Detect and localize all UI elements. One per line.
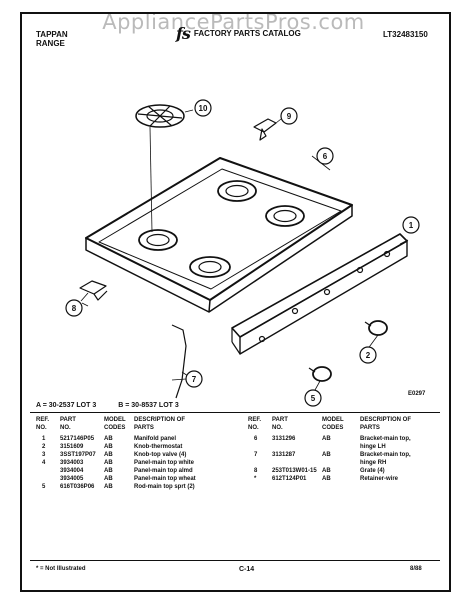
logo: fs <box>176 24 191 43</box>
callout-5: 5 <box>304 389 322 407</box>
parts-table-left: REF. NO. PART NO. MODEL CODES DESCRIPTIO… <box>36 416 206 491</box>
valve-knob-drawing <box>308 366 332 391</box>
callout-9-label: 9 <box>287 112 292 121</box>
product-type: RANGE <box>36 39 65 48</box>
callout-1: 1 <box>402 216 420 234</box>
model-number: LT32483150 <box>383 30 428 39</box>
watermark: AppliancePartsPros.com <box>102 10 365 34</box>
cooktop-panel <box>85 157 353 313</box>
catalog-date: 8/88 <box>410 566 422 572</box>
burner-opening <box>265 205 305 227</box>
burner-openings <box>138 180 305 278</box>
diagram-code: E0297 <box>408 391 426 397</box>
lot-label-a: A = 30-2537 LOT 3 <box>36 402 97 409</box>
manifold-panel-drawing <box>231 233 409 355</box>
callout-8: 8 <box>65 299 83 317</box>
callout-6-label: 6 <box>323 152 328 161</box>
col-desc-header: DESCRIPTION OF PARTS <box>360 417 412 431</box>
callout-10: 10 <box>194 99 212 117</box>
table-header-row: REF. NO. PART NO. MODEL CODES DESCRIPTIO… <box>36 416 206 435</box>
parts-table-right: REF. NO. PART NO. MODEL CODES DESCRIPTIO… <box>248 416 430 483</box>
page-frame <box>20 12 451 592</box>
burner-opening <box>138 229 178 251</box>
col-desc-header: DESCRIPTION OF PARTS <box>134 417 186 431</box>
footer-divider <box>30 560 440 561</box>
footnote: * = Not Illustrated <box>36 566 86 572</box>
divider <box>30 412 440 413</box>
col-model-header: MODEL CODES <box>322 417 344 431</box>
callout-10-label: 10 <box>199 104 208 113</box>
col-part-header: PART NO. <box>60 417 76 431</box>
callout-9: 9 <box>280 107 298 125</box>
col-ref-header: REF. NO. <box>248 417 262 431</box>
callout-7: 7 <box>185 370 203 388</box>
callout-5-label: 5 <box>311 394 316 403</box>
thermostat-knob-drawing <box>364 320 388 351</box>
brand-block: TAPPAN RANGE <box>36 30 68 48</box>
grate-drawing <box>135 104 194 233</box>
catalog-title: FACTORY PARTS CATALOG <box>193 29 301 38</box>
callout-2: 2 <box>359 346 377 364</box>
burner-opening <box>217 180 257 202</box>
callout-2-label: 2 <box>366 351 371 360</box>
catalog-header: fs FACTORY PARTS CATALOG <box>176 24 301 43</box>
brand-name: TAPPAN <box>36 30 68 39</box>
page-number: C-14 <box>239 566 255 573</box>
col-part-header: PART NO. <box>272 417 288 431</box>
callout-6: 6 <box>316 147 334 165</box>
callout-1-label: 1 <box>409 221 414 230</box>
lot-label-b: B = 30-8537 LOT 3 <box>118 402 179 409</box>
col-ref-header: REF. NO. <box>36 417 50 431</box>
support-rod-drawing <box>171 324 189 399</box>
table-header-row: REF. NO. PART NO. MODEL CODES DESCRIPTIO… <box>248 416 430 435</box>
col-model-header: MODEL CODES <box>104 417 126 431</box>
callout-8-label: 8 <box>72 304 77 313</box>
burner-opening <box>189 256 231 278</box>
hinge-bracket-rh-drawing <box>253 118 282 141</box>
lot-labels: A = 30-2537 LOT 3 B = 30-8537 LOT 3 <box>36 402 179 409</box>
callout-7-label: 7 <box>192 375 197 384</box>
hinge-bracket-lh-drawing <box>79 280 108 302</box>
